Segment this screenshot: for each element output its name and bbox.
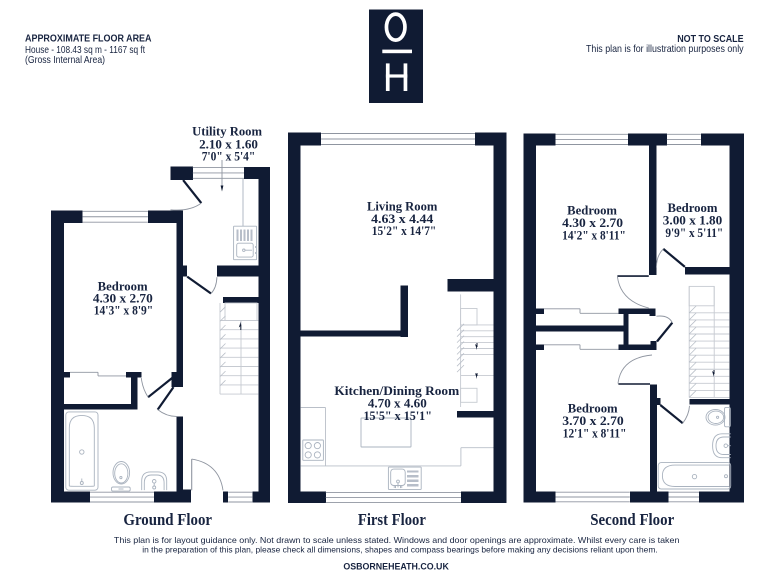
svg-text:4.70 x 4.60: 4.70 x 4.60	[368, 397, 427, 411]
svg-text:in the preparation of this pla: in the preparation of this plan, please …	[142, 546, 657, 555]
svg-text:Bedroom: Bedroom	[567, 203, 617, 217]
svg-text:Kitchen/Dining Room: Kitchen/Dining Room	[334, 384, 459, 398]
svg-text:Bedroom: Bedroom	[568, 401, 618, 415]
svg-text:First Floor: First Floor	[358, 510, 426, 529]
svg-text:Bedroom: Bedroom	[98, 280, 148, 294]
svg-text:3.00 x 1.80: 3.00 x 1.80	[663, 214, 722, 228]
svg-text:14'3" x 8'9": 14'3" x 8'9"	[94, 304, 153, 318]
svg-text:4.30 x 2.70: 4.30 x 2.70	[562, 216, 623, 230]
svg-text:2.10 x 1.60: 2.10 x 1.60	[199, 137, 258, 151]
svg-text:House - 108.43 sq m - 1167 sq: House - 108.43 sq m - 1167 sq ft	[25, 45, 145, 56]
svg-text:(Gross Internal Area): (Gross Internal Area)	[25, 55, 105, 66]
svg-text:Utility Room: Utility Room	[192, 125, 262, 139]
svg-text:NOT TO SCALE: NOT TO SCALE	[677, 34, 744, 45]
svg-text:OSBORNEHEATH.CO.UK: OSBORNEHEATH.CO.UK	[343, 561, 449, 571]
svg-text:7'0" x 5'4": 7'0" x 5'4"	[202, 150, 256, 164]
svg-text:APPROXIMATE FLOOR AREA: APPROXIMATE FLOOR AREA	[25, 34, 152, 45]
svg-text:This plan is for layout guidan: This plan is for layout guidance only. N…	[114, 536, 680, 545]
svg-text:Bedroom: Bedroom	[668, 201, 718, 215]
svg-text:15'2" x 14'7": 15'2" x 14'7"	[372, 224, 437, 238]
svg-text:4.63 x 4.44: 4.63 x 4.44	[371, 212, 433, 226]
svg-text:This plan is for illustration: This plan is for illustration purposes o…	[586, 44, 744, 55]
svg-text:12'1" x 8'11": 12'1" x 8'11"	[563, 426, 627, 440]
svg-text:Ground Floor: Ground Floor	[123, 510, 212, 529]
svg-text:14'2" x 8'11": 14'2" x 8'11"	[562, 228, 626, 242]
svg-text:3.70 x 2.70: 3.70 x 2.70	[562, 414, 624, 428]
svg-text:4.30 x 2.70: 4.30 x 2.70	[93, 292, 153, 306]
svg-text:15'5" x 15'1": 15'5" x 15'1"	[363, 409, 432, 423]
svg-text:Second Floor: Second Floor	[590, 510, 674, 529]
svg-text:9'9" x 5'11": 9'9" x 5'11"	[665, 226, 723, 240]
svg-text:Living Room: Living Room	[367, 199, 437, 213]
